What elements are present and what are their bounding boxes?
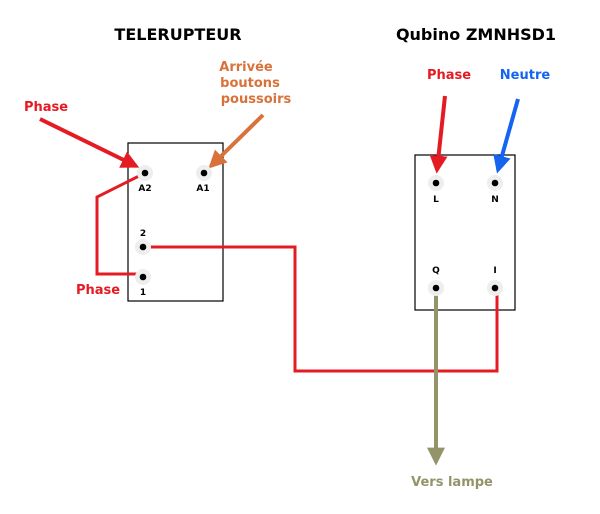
arrivee-arrow	[208, 113, 265, 169]
vers-lampe-label: Vers lampe	[411, 475, 493, 490]
phase-right-arrow	[429, 95, 448, 174]
telerupteur-title: TELERUPTEUR	[114, 25, 241, 44]
terminal-i: I	[487, 266, 503, 296]
terminal-1-label: 1	[140, 288, 146, 298]
arrivee-label-line2: boutons	[220, 76, 280, 91]
terminal-a2-label: A2	[138, 184, 151, 194]
phase-right-label: Phase	[427, 68, 471, 83]
output-wire	[143, 245, 499, 373]
terminal-q: Q	[428, 266, 444, 296]
arrivee-label-line3: poussoirs	[221, 92, 292, 107]
phase-left-top-label: Phase	[24, 100, 68, 115]
terminal-i-label: I	[493, 266, 496, 276]
terminal-l: L	[428, 175, 444, 205]
arrivee-label-line1: Arrivée	[219, 60, 273, 75]
phase-left-arrow	[39, 117, 140, 168]
terminal-l-label: L	[433, 195, 439, 205]
phase-loop-wire	[95, 171, 146, 276]
terminal-a1: A1	[196, 165, 212, 194]
terminal-2-label: 2	[140, 229, 146, 239]
neutre-arrow	[493, 98, 520, 174]
terminal-a2: A2	[137, 165, 153, 194]
phase-left-bottom-label: Phase	[76, 283, 120, 298]
qubino-title: Qubino ZMNHSD1	[396, 25, 556, 44]
terminal-a1-label: A1	[196, 184, 209, 194]
terminal-n: N	[487, 175, 503, 205]
terminal-1: 1	[135, 269, 151, 298]
terminal-2: 2	[135, 229, 151, 255]
terminal-q-label: Q	[432, 266, 440, 276]
neutre-label: Neutre	[500, 68, 551, 83]
terminal-n-label: N	[491, 195, 499, 205]
